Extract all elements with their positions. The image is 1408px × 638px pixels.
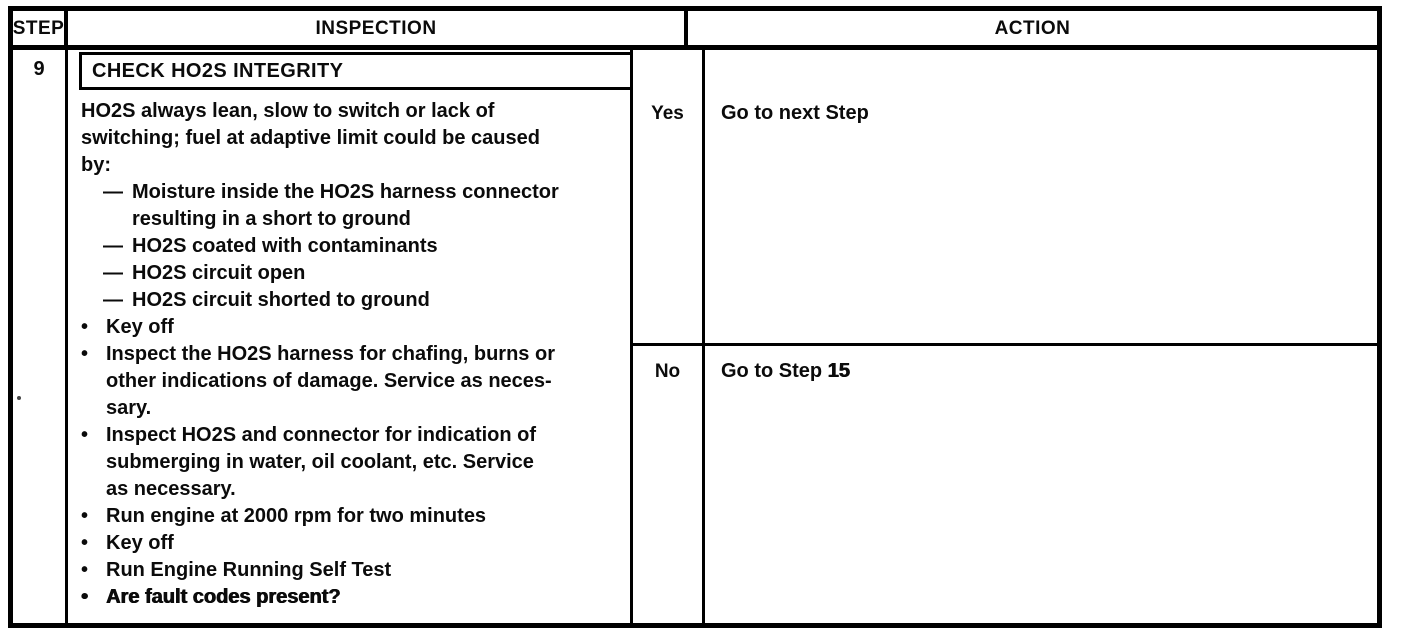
inspection-intro: HO2S always lean, slow to switch or lack… — [81, 100, 540, 176]
bullet-icon: • — [81, 586, 89, 608]
bullet-icon: • — [81, 424, 89, 446]
table-header-row: STEP INSPECTION ACTION — [13, 11, 1377, 50]
inspection-body: HO2S always lean, slow to switch or lack… — [68, 90, 630, 611]
bullet-icon: • — [81, 559, 89, 581]
dash-marker: — — [103, 235, 123, 257]
step-number: 9 — [33, 58, 45, 80]
result-cell: Yes No — [633, 50, 705, 623]
action-no-step-number: 15 — [827, 360, 850, 382]
bullet-item-key-off-1: • Key off — [81, 314, 626, 341]
action-no: Go to Step 15 — [705, 346, 1377, 623]
inspection-title-box: CHECK HO2S INTEGRITY — [79, 52, 630, 90]
bullet-icon: • — [81, 532, 89, 554]
column-header-step: STEP — [13, 11, 68, 45]
dash-item-contaminants: — HO2S coated with contaminants — [81, 233, 626, 260]
bullet-item-fault-codes-question: • Are fault codes present? — [81, 584, 626, 611]
dash-item-circuit-open: — HO2S circuit open — [81, 260, 626, 287]
bullet-item-self-test: • Run Engine Running Self Test — [81, 557, 626, 584]
column-header-inspection: INSPECTION — [68, 11, 688, 45]
step-number-cell: 9 — [13, 50, 68, 623]
action-yes: Go to next Step — [705, 50, 1377, 346]
bullet-item-inspect-harness: • Inspect the HO2S harness for chafing, … — [81, 341, 626, 422]
bullet-icon: • — [81, 343, 89, 365]
action-yes-text: Go to next Step — [721, 102, 869, 124]
step-9-row: 9 CHECK HO2S INTEGRITY HO2S always lean,… — [13, 50, 1377, 623]
inspection-title: CHECK HO2S INTEGRITY — [92, 59, 344, 82]
dash-item-moisture: — Moisture inside the HO2S harness conne… — [81, 179, 626, 233]
result-yes-label: Yes — [633, 50, 702, 346]
result-no-label: No — [654, 361, 681, 382]
diagnostic-table: STEP INSPECTION ACTION 9 CHECK HO2S INTE… — [8, 6, 1382, 628]
dash-marker: — — [103, 262, 123, 284]
dash-marker: — — [103, 181, 123, 203]
dash-item-circuit-shorted: — HO2S circuit shorted to ground — [81, 287, 626, 314]
scan-speck — [17, 396, 21, 400]
column-header-action: ACTION — [994, 17, 1071, 39]
dash-marker: — — [103, 289, 123, 311]
bullet-item-run-engine: • Run engine at 2000 rpm for two minutes — [81, 503, 626, 530]
bullet-item-inspect-connector: • Inspect HO2S and connector for indicat… — [81, 422, 626, 503]
action-no-text: Go to Step — [721, 360, 828, 382]
bullet-item-key-off-2: • Key off — [81, 530, 626, 557]
bullet-icon: • — [81, 316, 89, 338]
inspection-cell: CHECK HO2S INTEGRITY HO2S always lean, s… — [68, 50, 633, 623]
bullet-icon: • — [81, 505, 89, 527]
action-cell: Go to next Step Go to Step 15 — [705, 50, 1377, 623]
